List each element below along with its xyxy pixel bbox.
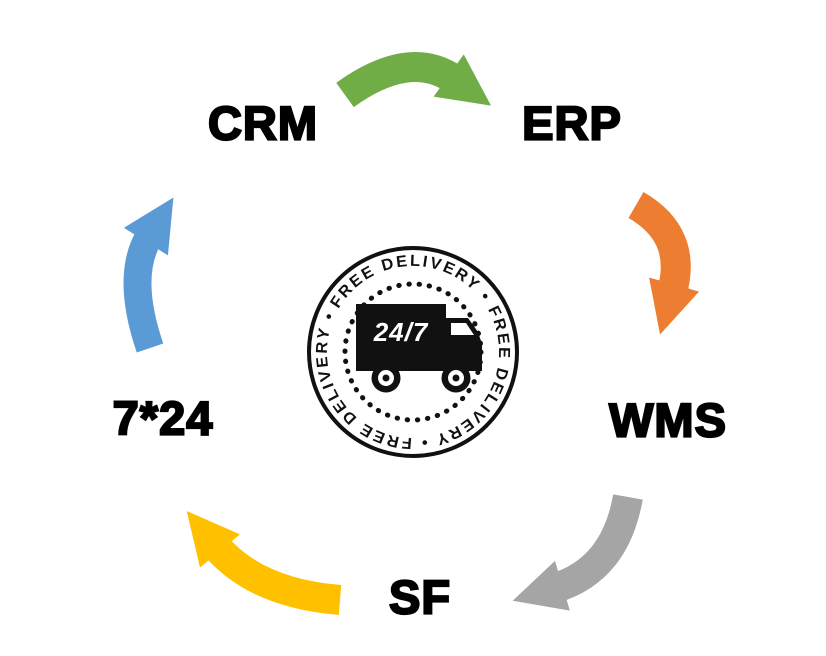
- truck-chassis: [356, 360, 482, 371]
- arrow-wms-to-sf: [512, 494, 643, 611]
- truck-cargo-box: [356, 304, 446, 364]
- arrow-crm-to-erp: [336, 52, 492, 108]
- truck-front-wheel-hub: [452, 374, 460, 382]
- free-delivery-badge: FREE DELIVERY • FREE DELIVERY • FREE DEL…: [307, 246, 519, 458]
- node-7-24: 7*24: [112, 390, 214, 445]
- truck-24-7-label: 24/7: [373, 317, 429, 347]
- delivery-truck-icon: 24/7: [356, 304, 482, 393]
- arrow-sf-to-724: [186, 511, 342, 615]
- truck-window: [451, 323, 474, 335]
- node-wms: WMS: [608, 392, 727, 447]
- truck-rear-wheel-hub: [382, 374, 390, 382]
- node-crm: CRM: [207, 95, 319, 150]
- arrow-erp-to-wms: [628, 192, 700, 335]
- node-erp: ERP: [521, 95, 622, 150]
- node-sf: SF: [388, 569, 452, 624]
- arrow-724-to-crm: [123, 197, 174, 353]
